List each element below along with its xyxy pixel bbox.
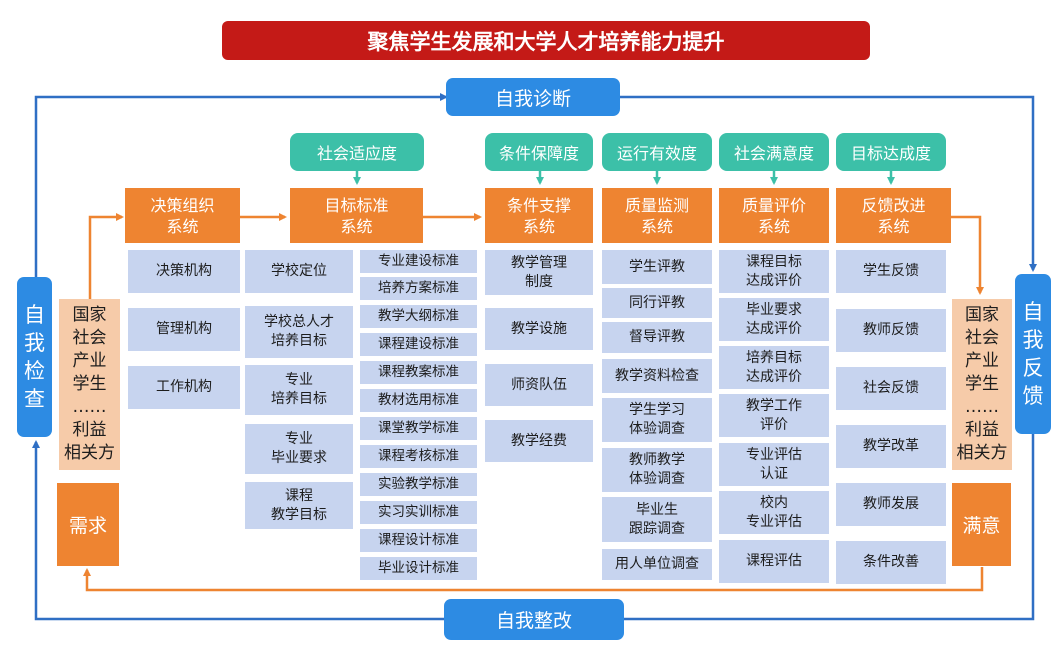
feedback-item: 学生反馈 (836, 250, 946, 293)
system-header-feedback-improvement: 反馈改进 系统 (836, 188, 951, 243)
evaluation-item: 毕业要求 达成评价 (719, 298, 829, 341)
monitoring-item: 教师教学 体验调查 (602, 448, 712, 492)
self-feedback-label: 自 我 反 馈 (1015, 274, 1051, 434)
standard-item: 培养方案标准 (360, 277, 477, 300)
system-header-quality-monitoring: 质量监测 系统 (602, 188, 712, 243)
stakeholders-left: 国家 社会 产业 学生 …… 利益 相关方 (59, 299, 120, 470)
system-header-quality-evaluation: 质量评价 系统 (719, 188, 829, 243)
standard-item: 毕业设计标准 (360, 557, 477, 580)
system-header-decision: 决策组织 系统 (125, 188, 240, 243)
standard-item: 课程教案标准 (360, 361, 477, 384)
monitoring-item: 学生评教 (602, 250, 712, 284)
monitoring-item: 教学资料检查 (602, 359, 712, 393)
flow-stakeholder-to-decision (88, 213, 124, 299)
target-item: 课程 教学目标 (245, 482, 353, 529)
dimension-condition-guarantee: 条件保障度 (485, 133, 593, 171)
dimension-goal-achievement: 目标达成度 (836, 133, 946, 171)
evaluation-item: 专业评估 认证 (719, 443, 829, 486)
standard-item: 专业建设标准 (360, 250, 477, 273)
dimension-operation-effectiveness: 运行有效度 (602, 133, 712, 171)
target-item: 专业 培养目标 (245, 365, 353, 415)
evaluation-item: 课程目标 达成评价 (719, 250, 829, 293)
dimension-social-satisfaction: 社会满意度 (719, 133, 829, 171)
page-title: 聚焦学生发展和大学人才培养能力提升 (222, 21, 870, 60)
feedback-item: 教师发展 (836, 483, 946, 526)
flow-feedback-to-stakeholder (951, 215, 984, 295)
target-item: 学校定位 (245, 250, 353, 293)
standard-item: 课程考核标准 (360, 445, 477, 468)
loop-top-right-line (620, 95, 1037, 272)
standard-item: 实验教学标准 (360, 473, 477, 496)
satisfaction-label: 满意 (952, 483, 1011, 566)
decision-item: 工作机构 (128, 366, 240, 409)
feedback-item: 社会反馈 (836, 367, 946, 410)
flow-satisfaction-to-demand (83, 567, 984, 592)
feedback-item: 教师反馈 (836, 309, 946, 352)
demand-label: 需求 (57, 483, 119, 566)
loop-top-left-line (34, 93, 448, 277)
self-rectification-label: 自我整改 (444, 599, 624, 640)
standard-item: 教材选用标准 (360, 389, 477, 412)
evaluation-item: 教学工作 评价 (719, 394, 829, 437)
self-diagnosis-label: 自我诊断 (446, 78, 620, 116)
evaluation-item: 课程评估 (719, 540, 829, 583)
decision-item: 决策机构 (128, 250, 240, 293)
monitoring-item: 用人单位调查 (602, 549, 712, 580)
decision-item: 管理机构 (128, 308, 240, 351)
loop-bottom-left-line (32, 440, 444, 621)
monitoring-item: 督导评教 (602, 322, 712, 353)
condition-item: 教学管理 制度 (485, 250, 593, 295)
condition-item: 师资队伍 (485, 364, 593, 406)
stakeholders-right: 国家 社会 产业 学生 …… 利益 相关方 (952, 299, 1012, 470)
target-item: 学校总人才 培养目标 (245, 306, 353, 358)
dimension-social-adaptability: 社会适应度 (290, 133, 424, 171)
condition-item: 教学设施 (485, 308, 593, 350)
condition-item: 教学经费 (485, 420, 593, 462)
feedback-item: 教学改革 (836, 425, 946, 468)
system-header-target-standard: 目标标准 系统 (290, 188, 423, 243)
target-item: 专业 毕业要求 (245, 424, 353, 474)
self-check-label: 自 我 检 查 (17, 277, 52, 437)
system-header-condition-support: 条件支撑 系统 (485, 188, 593, 243)
monitoring-item: 毕业生 跟踪调查 (602, 497, 712, 542)
standard-item: 教学大纲标准 (360, 305, 477, 328)
monitoring-item: 学生学习 体验调查 (602, 398, 712, 442)
monitoring-item: 同行评教 (602, 288, 712, 318)
standard-item: 课程建设标准 (360, 333, 477, 356)
standard-item: 课程设计标准 (360, 529, 477, 552)
feedback-item: 条件改善 (836, 541, 946, 584)
evaluation-item: 校内 专业评估 (719, 491, 829, 534)
evaluation-item: 培养目标 达成评价 (719, 346, 829, 389)
standard-item: 实习实训标准 (360, 501, 477, 524)
loop-bottom-right-line (624, 433, 1035, 621)
standard-item: 课堂教学标准 (360, 417, 477, 440)
